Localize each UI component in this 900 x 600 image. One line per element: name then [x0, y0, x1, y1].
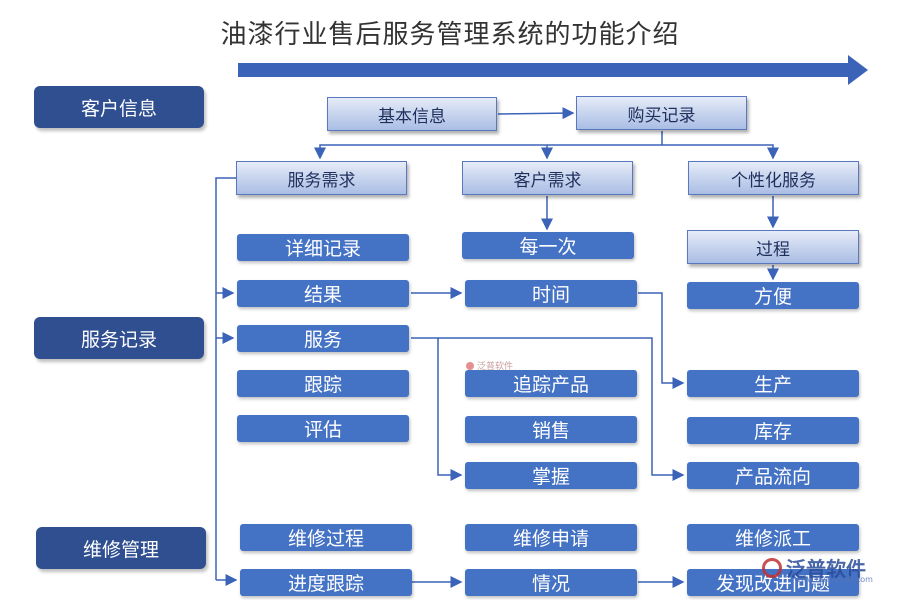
- box-purchase-record: 购买记录: [576, 96, 747, 130]
- box-basic-info: 基本信息: [327, 97, 497, 131]
- box-repair-request: 维修申请: [465, 524, 637, 551]
- box-detail-record: 详细记录: [237, 234, 409, 261]
- category-service-record: 服务记录: [34, 317, 204, 359]
- box-find-improve: 发现改进问题: [687, 569, 859, 596]
- box-time: 时间: [465, 280, 637, 307]
- box-production: 生产: [687, 370, 859, 397]
- box-evaluation: 评估: [237, 415, 409, 442]
- box-progress-tracking: 进度跟踪: [240, 569, 412, 596]
- box-customer-demand: 客户需求: [462, 161, 633, 195]
- box-tracking: 跟踪: [237, 370, 409, 397]
- box-product-flow: 产品流向: [687, 462, 859, 489]
- box-service-demand: 服务需求: [236, 161, 407, 195]
- diagram-title: 油漆行业售后服务管理系统的功能介绍: [220, 20, 680, 50]
- box-personalized-service: 个性化服务: [688, 161, 859, 195]
- watermark-small-text: 泛普软件: [477, 362, 514, 372]
- brand-text: 泛普软件: [786, 557, 866, 581]
- box-convenience: 方便: [687, 282, 859, 309]
- box-repair-dispatch: 维修派工: [687, 524, 859, 551]
- category-customer-info: 客户信息: [34, 86, 204, 128]
- brand-logo-icon: [762, 557, 782, 578]
- box-track-product: 追踪产品: [465, 370, 637, 397]
- big-arrow: [238, 55, 868, 85]
- box-master: 掌握: [465, 462, 637, 489]
- box-situation: 情况: [465, 569, 637, 596]
- box-sales: 销售: [465, 416, 637, 443]
- brand-url: www.fanpusoft.com: [794, 575, 873, 584]
- watermark-small: 泛普软件: [466, 359, 513, 372]
- box-process: 过程: [687, 230, 859, 264]
- box-repair-process: 维修过程: [240, 524, 412, 551]
- watermark-logo-icon: [466, 361, 474, 370]
- watermark-brand: 泛普软件 www.fanpusoft.com: [762, 553, 873, 584]
- box-service: 服务: [237, 325, 409, 352]
- box-each-time: 每一次: [462, 232, 634, 259]
- box-result: 结果: [237, 280, 409, 307]
- box-inventory: 库存: [687, 417, 859, 444]
- category-repair-management: 维修管理: [36, 527, 206, 569]
